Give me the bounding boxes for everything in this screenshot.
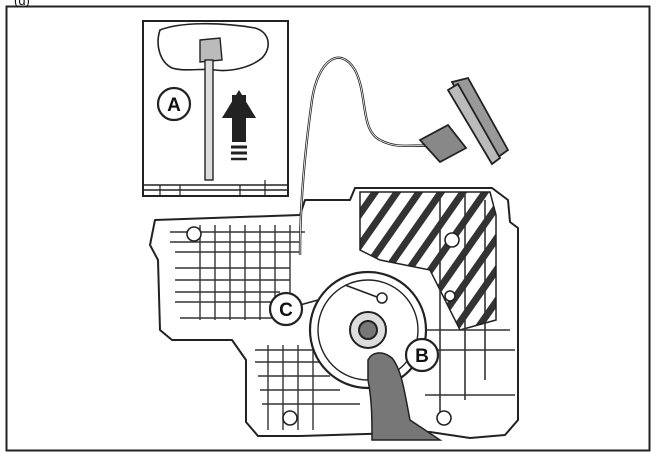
screw-heads [186,226,460,426]
svg-text:B: B [415,346,429,367]
screw-icon [186,226,202,242]
callout-b: B [404,337,440,373]
svg-text:A: A [167,95,181,116]
figure-caption-fragment: (d) [14,0,30,8]
thumb-pressing-pulley [367,352,443,441]
housing-ribs [170,225,360,430]
screw-icon [444,290,456,302]
callout-c: C [268,291,319,327]
screw-icon [436,410,452,426]
screw-icon [444,232,460,248]
svg-text:C: C [279,300,293,321]
callout-a: A [156,86,192,122]
starter-pulley [308,270,428,390]
starter-t-handle [418,76,510,166]
screw-icon [282,410,298,426]
